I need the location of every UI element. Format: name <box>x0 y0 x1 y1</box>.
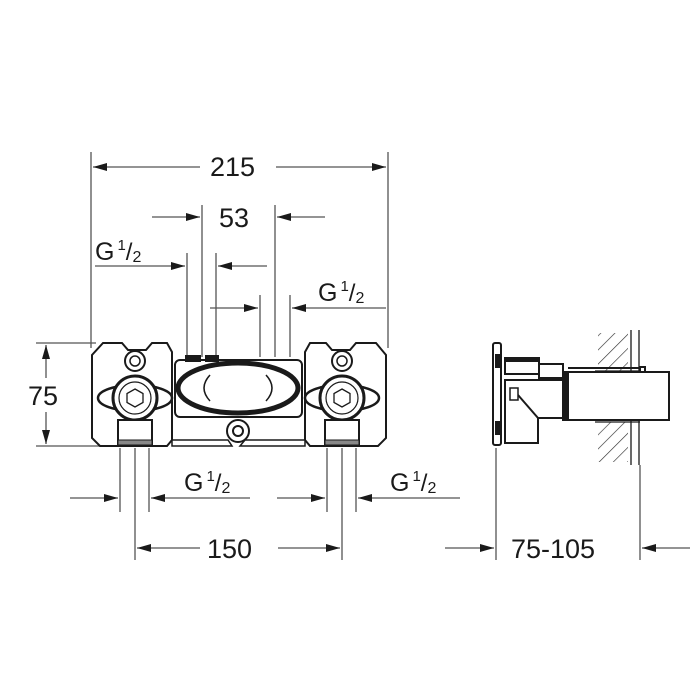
right-valve <box>303 350 381 447</box>
dimension-215 <box>90 152 389 348</box>
label-75-105: 75-105 <box>511 534 596 564</box>
bottom-mount-hole <box>226 419 250 443</box>
dimension-75-105 <box>445 448 690 560</box>
dimension-g-half-top-left <box>95 253 267 357</box>
label-53: 53 <box>219 203 250 233</box>
side-body <box>492 342 670 446</box>
label-75: 75 <box>28 381 59 411</box>
left-valve <box>96 350 174 447</box>
label-150: 150 <box>207 534 253 564</box>
label-215: 215 <box>210 152 256 182</box>
dimension-g-half-bottom <box>70 448 460 512</box>
center-oval <box>175 360 301 416</box>
dimension-53 <box>152 205 325 357</box>
dimension-g-half-top-right <box>210 295 386 357</box>
wall-hatching <box>595 330 640 465</box>
dimension-150 <box>134 448 343 560</box>
